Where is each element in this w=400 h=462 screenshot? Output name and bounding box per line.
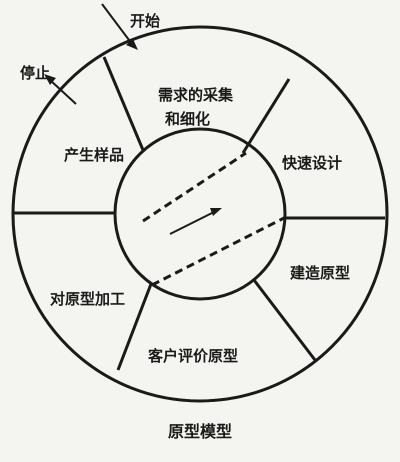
divider-produce-requirements [102, 56, 145, 151]
dashed-line-lower [151, 216, 285, 287]
stop-arrow-shaft [49, 79, 77, 105]
center-arrow-shaft [169, 211, 215, 235]
start-label: 开始 [130, 12, 160, 30]
segment-requirements-label-line1: 需求的采集 [158, 86, 234, 104]
stop-arrow-head [44, 74, 56, 85]
segment-customer-evaluation-label: 客户评价原型 [147, 347, 238, 365]
segment-requirements-label-line2: 和细化 [165, 110, 210, 128]
start-arrow-head [126, 39, 138, 50]
segment-build-prototype-label: 建造原型 [290, 264, 350, 282]
dashed-line-upper [142, 151, 247, 223]
outer-circle [11, 25, 389, 403]
segment-produce-product-label: 产生样品 [64, 146, 124, 164]
segment-refine-prototype-label: 对原型加工 [50, 290, 125, 308]
start-arrow-shaft [101, 3, 133, 45]
inner-circle [113, 127, 287, 301]
center-arrow-head [210, 208, 222, 216]
stop-label: 停止 [20, 64, 50, 82]
segment-quick-design-label: 快速设计 [282, 154, 342, 172]
divider-build-evaluation [252, 279, 317, 361]
figure-caption: 原型模型 [167, 422, 232, 441]
divider-requirements-design [241, 78, 291, 154]
divider-evaluation-refine [116, 283, 153, 371]
